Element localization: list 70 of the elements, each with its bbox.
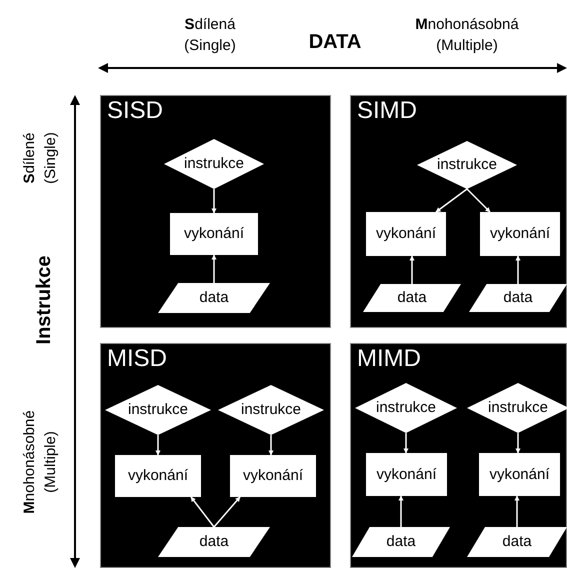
node-label: data [503, 289, 533, 307]
arrow [516, 256, 520, 284]
quadrant-title: MIMD [357, 345, 421, 373]
quadrant-panel [100, 95, 331, 328]
arrow [404, 433, 408, 454]
data-parallelogram [352, 527, 450, 557]
data-parallelogram [158, 527, 270, 557]
data-parallelogram [469, 284, 567, 312]
axis-label: (Multiple) [42, 431, 60, 493]
axis-label: (Multiple) [436, 38, 498, 54]
decision-diamond [467, 383, 567, 433]
data-parallelogram [363, 284, 461, 312]
node-label: vykonání [376, 466, 437, 484]
process-box [366, 453, 447, 496]
node-label: vykonání [490, 225, 550, 243]
node-label: instrukce [488, 399, 548, 417]
arrow [212, 189, 216, 214]
quadrant-title: SIMD [357, 97, 417, 125]
process-box [480, 212, 560, 256]
process-box [366, 212, 446, 256]
data-parallelogram [467, 527, 567, 557]
arrow [514, 496, 520, 527]
decision-diamond [105, 385, 211, 435]
node-label: vykonání [242, 467, 304, 485]
decision-diamond [218, 385, 324, 435]
axis-label: (Single) [42, 132, 60, 184]
axis-label: Instrukce [33, 256, 55, 344]
quadrant-title: MISD [107, 345, 167, 373]
node-label: vykonání [184, 225, 244, 243]
quadrant-panel [100, 343, 331, 568]
node-label: vykonání [489, 466, 550, 484]
node-label: instrukce [240, 401, 302, 419]
decision-diamond [417, 141, 517, 189]
arrow [156, 435, 160, 456]
process-box [230, 455, 316, 497]
node-label: data [397, 289, 427, 307]
arrow [190, 496, 215, 528]
node-label: instrukce [184, 155, 244, 173]
node-label: data [502, 533, 532, 551]
axis-label: Mnohonásobné [22, 410, 38, 514]
quadrant-panel [350, 95, 567, 328]
arrow [268, 435, 274, 456]
decision-diamond [164, 139, 264, 189]
axis-label: Sdílená [184, 16, 236, 34]
axis-label: (Single) [184, 38, 236, 54]
node-label: data [199, 533, 229, 551]
axis-label: DATA [308, 31, 362, 53]
node-label: data [199, 289, 229, 307]
quadrant-panel [350, 343, 567, 568]
arrow [410, 256, 414, 284]
node-label: vykonání [376, 225, 436, 243]
node-label: instrukce [436, 156, 498, 174]
node-label: vykonání [128, 467, 188, 485]
arrow [398, 496, 404, 527]
data-parallelogram [158, 283, 270, 313]
process-box [170, 213, 258, 255]
process-box [115, 455, 201, 497]
arrow [516, 433, 520, 454]
arrow [466, 188, 491, 213]
quadrant-title: SISD [107, 97, 164, 125]
decision-diamond [355, 383, 457, 433]
axis-label: Sdílené [22, 132, 38, 184]
arrow [212, 254, 216, 283]
arrow [213, 496, 241, 528]
node-label: data [386, 533, 416, 551]
arrow [436, 188, 468, 213]
process-box [479, 453, 560, 496]
axis-label: Mnohonásobná [415, 16, 519, 34]
node-label: instrukce [128, 401, 188, 419]
node-label: instrukce [376, 399, 436, 417]
